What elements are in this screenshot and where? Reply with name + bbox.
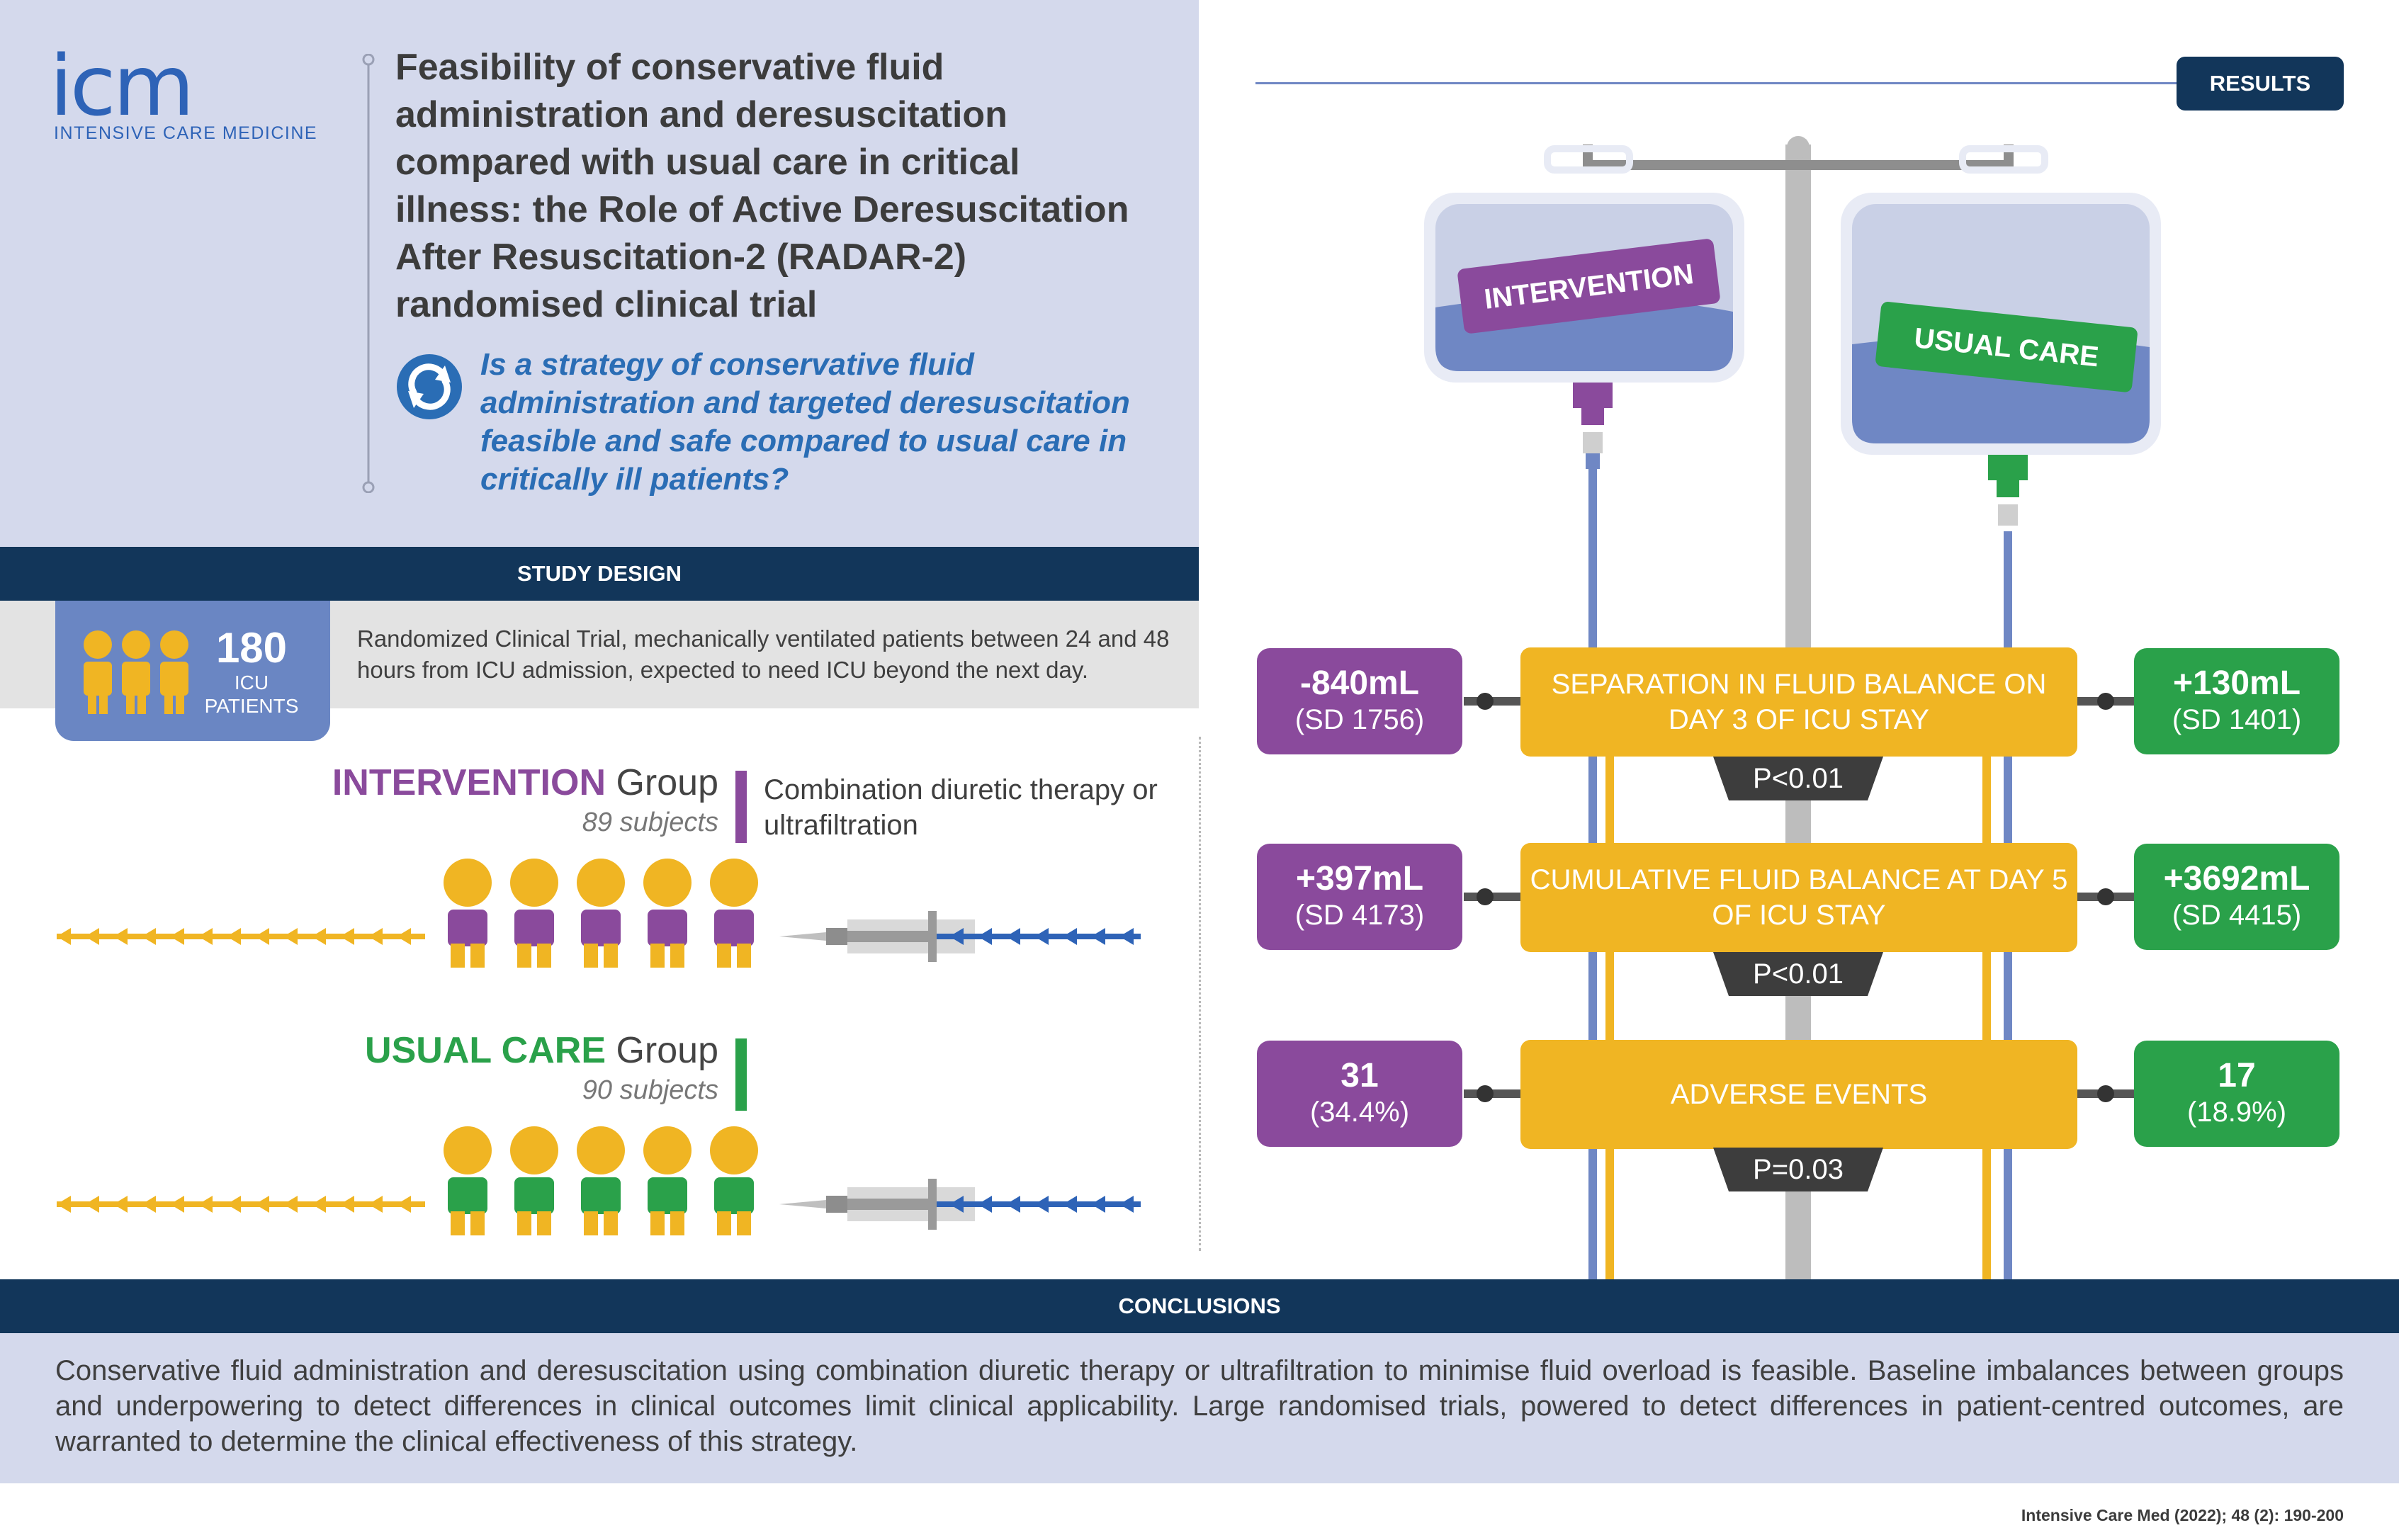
intervention-detail: (SD 4173) xyxy=(1294,900,1425,931)
intervention-marker xyxy=(735,771,747,843)
outcome-box: CUMULATIVE FLUID BALANCE AT DAY 5 OF ICU… xyxy=(1520,843,2077,952)
results-connectors xyxy=(1464,693,2134,1102)
usual-care-detail: (18.9%) xyxy=(2186,1097,2287,1128)
usual-care-detail: (SD 1401) xyxy=(2172,704,2302,735)
logo-subtitle: INTENSIVE CARE MEDICINE xyxy=(54,123,318,143)
usual-care-detail: (SD 4415) xyxy=(2172,900,2302,931)
intervention-bag-label: INTERVENTION xyxy=(1457,239,1720,334)
patients-count: 180 xyxy=(215,624,288,672)
usual-care-group-title: USUAL CARE Group xyxy=(365,1029,718,1072)
intervention-value-box: +397mL(SD 4173) xyxy=(1257,844,1462,950)
usual-care-value-box: +3692mL(SD 4415) xyxy=(2134,844,2339,950)
intervention-value-box: -840mL(SD 1756) xyxy=(1257,648,1462,754)
usual-care-value-box: 17(18.9%) xyxy=(2134,1041,2339,1147)
intervention-group-title: INTERVENTION Group xyxy=(332,761,718,804)
page-title: Feasibility of conservative fluid admini… xyxy=(395,47,1129,325)
intervention-value: +397mL xyxy=(1295,860,1424,898)
title-divider xyxy=(362,54,375,493)
intervention-arrow-line xyxy=(57,928,425,945)
syringe-icon xyxy=(779,1179,1141,1230)
patients-label: ICU PATIENTS xyxy=(204,672,299,717)
results-rule xyxy=(1255,82,2177,84)
usual-care-value-box: +130mL(SD 1401) xyxy=(2134,648,2339,754)
syringe-icon xyxy=(779,911,1141,962)
p-value: P<0.01 xyxy=(1753,763,1844,794)
icm-logo: icm xyxy=(50,44,195,129)
p-value-badge: P<0.01 xyxy=(1713,757,1883,800)
design-description: Randomized Clinical Trial, mechanically … xyxy=(357,625,1170,683)
results-header: RESULTS xyxy=(2177,57,2344,111)
p-value-badge: P=0.03 xyxy=(1713,1148,1883,1191)
p-value: P<0.01 xyxy=(1753,958,1844,990)
refresh-question-icon xyxy=(397,354,462,419)
usual-care-group-name: USUAL CARE xyxy=(365,1030,606,1071)
people-icon xyxy=(84,630,188,714)
p-value-badge: P<0.01 xyxy=(1713,952,1883,996)
intervention-therapy: Combination diuretic therapy or ultrafil… xyxy=(764,774,1158,841)
intervention-detail: (34.4%) xyxy=(1309,1097,1410,1128)
usual-care-value: 17 xyxy=(2218,1057,2256,1094)
column-divider xyxy=(1199,737,1201,1251)
usual-care-value: +130mL xyxy=(2172,664,2301,702)
intervention-subjects: 89 subjects xyxy=(582,808,718,837)
citation: Intensive Care Med (2022); 48 (2): 190-2… xyxy=(2021,1506,2344,1524)
conclusions-header: CONCLUSIONS xyxy=(0,1279,2399,1333)
usual-care-bag-label: USUAL CARE xyxy=(1875,302,2138,392)
person-icon xyxy=(444,859,758,968)
intervention-value: -840mL xyxy=(1299,664,1420,702)
usual-care-group-suffix: Group xyxy=(606,1030,718,1071)
header-panel xyxy=(0,0,1199,547)
intervention-value-box: 31(34.4%) xyxy=(1257,1041,1462,1147)
usual-care-subjects: 90 subjects xyxy=(582,1075,718,1105)
logo-text: icm xyxy=(50,44,192,129)
intervention-group-suffix: Group xyxy=(606,762,718,803)
intervention-value: 31 xyxy=(1340,1057,1379,1094)
usual-care-arrow-line xyxy=(57,1196,425,1213)
usual-care-row xyxy=(57,1126,1141,1235)
intervention-group-name: INTERVENTION xyxy=(332,762,606,803)
intervention-detail: (SD 1756) xyxy=(1294,704,1425,735)
usual-care-marker xyxy=(735,1038,747,1111)
conclusion-text: Conservative fluid administration and de… xyxy=(55,1355,2344,1457)
research-question: Is a strategy of conservative fluid admi… xyxy=(480,347,1130,497)
conclusion-band xyxy=(0,1333,2399,1483)
person-icon xyxy=(444,1126,758,1235)
intervention-row xyxy=(57,859,1141,968)
outcome-box: SEPARATION IN FLUID BALANCE ON DAY 3 OF … xyxy=(1520,647,2077,757)
usual-care-value: +3692mL xyxy=(2163,860,2310,898)
p-value: P=0.03 xyxy=(1753,1154,1844,1185)
outcome-box: ADVERSE EVENTS xyxy=(1520,1040,2077,1149)
study-design-header: STUDY DESIGN xyxy=(0,547,1199,601)
